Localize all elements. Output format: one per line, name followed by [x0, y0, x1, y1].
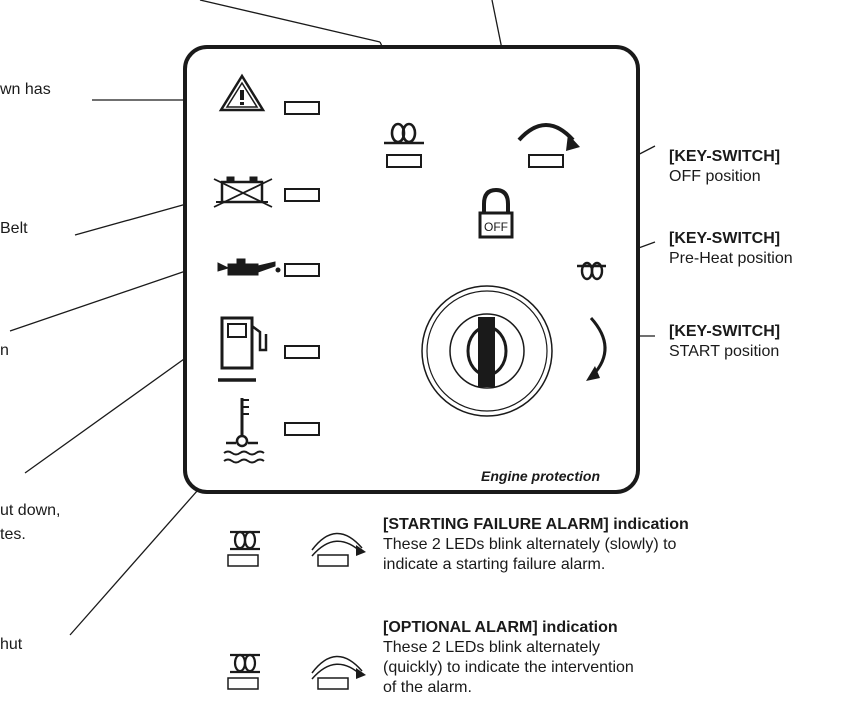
- left-label-temp: ut down,: [0, 502, 61, 519]
- padlock-icon: [478, 187, 514, 239]
- warning-triangle-icon: [218, 73, 266, 112]
- led-temperature: [284, 422, 320, 436]
- thermometer-icon: [223, 398, 265, 464]
- keyswitch-preheat-desc: Pre-Heat position: [669, 250, 793, 267]
- oil-can-icon: [217, 258, 281, 276]
- key-switch-icon[interactable]: [421, 285, 553, 417]
- left-label-last: hut: [0, 636, 23, 653]
- legend-2-led-start: [317, 677, 349, 690]
- leader-line-oil: [9, 261, 213, 332]
- left-label-battery: Belt: [0, 220, 28, 237]
- keyswitch-start-desc: START position: [669, 343, 780, 360]
- keyswitch-preheat-icon: [577, 261, 606, 281]
- keyswitch-off-desc: OFF position: [669, 168, 761, 185]
- start-arrow-head: [566, 134, 580, 151]
- keyswitch-start-arrow-icon: [586, 316, 607, 381]
- fuel-pump-icon: [218, 316, 268, 382]
- legend-2-preheat-icon: [230, 653, 260, 674]
- alarm-starting-failure-line-1: These 2 LEDs blink alternately (slowly) …: [383, 536, 677, 553]
- left-label-temp-2: tes.: [0, 526, 26, 543]
- alarm-optional-line-1: These 2 LEDs blink alternately: [383, 639, 600, 656]
- legend-1-led-start: [317, 554, 349, 567]
- leader-line-temp: [69, 464, 221, 636]
- control-panel: [183, 45, 640, 494]
- led-fuel: [284, 345, 320, 359]
- alarm-starting-failure-title: [STARTING FAILURE ALARM] indication: [383, 516, 689, 533]
- alarm-optional-line-3: of the alarm.: [383, 679, 472, 696]
- alarm-optional-title: [OPTIONAL ALARM] indication: [383, 619, 618, 636]
- keyswitch-start-title: [KEY-SWITCH]: [669, 323, 781, 340]
- legend-1-preheat-icon: [230, 530, 260, 551]
- leader-line-preheat-top: [199, 0, 381, 43]
- led-general-alarm: [284, 101, 320, 115]
- led-start: [528, 154, 564, 168]
- alarm-optional-line-2: (quickly) to indicate the intervention: [383, 659, 634, 676]
- battery-icon: [213, 176, 273, 208]
- left-label-general: wn has: [0, 81, 51, 98]
- led-oil-pressure: [284, 263, 320, 277]
- keyswitch-preheat-title: [KEY-SWITCH]: [669, 230, 781, 247]
- legend-1-led-preheat: [227, 554, 259, 567]
- left-label-oil: n: [0, 342, 9, 359]
- legend-1-start-icon: [311, 532, 366, 557]
- glow-plug-icon: [384, 122, 424, 145]
- leader-line-fuel: [24, 338, 213, 474]
- keyswitch-off-title: [KEY-SWITCH]: [669, 148, 781, 165]
- padlock-off-text: OFF: [484, 220, 508, 234]
- alarm-starting-failure-line-2: indicate a starting failure alarm.: [383, 556, 606, 573]
- legend-2-start-icon: [311, 655, 366, 680]
- legend-2-led-preheat: [227, 677, 259, 690]
- led-preheat: [386, 154, 422, 168]
- panel-caption: Engine protection: [481, 468, 600, 484]
- led-battery: [284, 188, 320, 202]
